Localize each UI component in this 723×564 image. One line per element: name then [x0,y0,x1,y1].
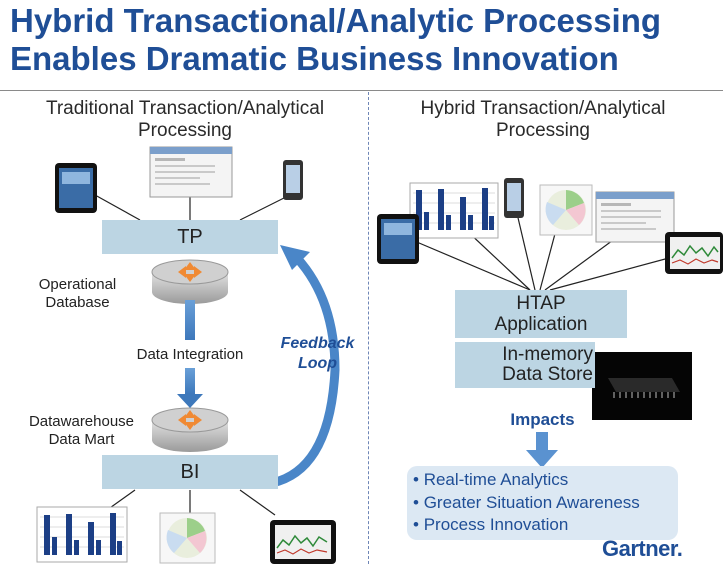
phone-icon [504,178,524,218]
bi-box: BI [102,455,278,489]
in-memory-data-store-box: In-memory Data Store [455,342,595,388]
tablet-icon [55,163,97,213]
impact-item: • Process Innovation [413,515,569,534]
dashboard-icon [665,232,723,274]
bi-label: BI [180,461,200,483]
impacts-arrow [526,432,558,468]
operational-line-1: Operational [38,276,117,293]
feedback-line-1: Feedback [280,335,355,352]
web-page-icon [595,191,675,243]
inmem-line-1: In-memory [502,344,593,365]
title-divider [0,90,723,91]
left-heading-line-1: Traditional Transaction/Analytical [45,98,325,119]
database-icon [151,259,229,304]
impacts-list: • Real-time Analytics • Greater Situatio… [407,469,678,537]
right-heading-line-1: Hybrid Transaction/Analytical [420,98,666,119]
phone-icon [283,160,303,200]
impact-item: • Greater Situation Awareness [413,492,640,512]
htap-application-box: HTAP Application [455,290,627,338]
impacts-label: Impacts [510,410,575,429]
left-connectors [94,194,291,516]
gartner-logo-text: Gartner [602,536,677,561]
impact-item-text: Greater Situation Awareness [423,492,640,512]
memory-chip-icon [592,352,692,420]
inmem-line-2: Data Store [502,364,593,385]
operational-line-2: Database [45,294,110,311]
left-section-heading: Traditional Transaction/Analytical Proce… [15,98,355,142]
datawarehouse-label: Datawarehouse Data Mart [14,413,149,449]
left-heading-line-2: Processing [138,120,232,141]
htap-line-1: HTAP [516,293,566,314]
database-icon [151,407,229,452]
bar-chart-icon [409,182,499,239]
operational-database-label: Operational Database [20,276,135,312]
dw-line-1: Datawarehouse [28,413,135,430]
bar-chart-icon [36,506,128,563]
title-line-2: Enables Dramatic Business Innovation [10,40,619,77]
tp-label: TP [177,226,203,248]
feedback-loop-label: Feedback Loop [270,334,365,374]
dashboard-icon [270,520,336,564]
pie-chart-icon [539,184,593,236]
htap-line-2: Application [494,314,588,335]
feedback-loop-arrow [270,245,340,488]
impact-item: • Real-time Analytics [413,470,569,489]
integration-arrow-shaft [185,300,195,340]
web-page-icon [149,146,233,198]
feedback-line-2: Loop [297,355,338,372]
integration-arrow-head [177,394,203,408]
pie-chart-icon [159,512,216,564]
dw-line-2: Data Mart [48,431,115,448]
impacts-box: • Real-time Analytics • Greater Situatio… [407,466,678,540]
slide-title: Hybrid Transactional/Analytic Processing… [10,2,715,78]
impact-item-text: Real-time Analytics [423,470,569,489]
tp-box: TP [102,220,278,254]
impact-item-text: Process Innovation [423,515,569,534]
gartner-logo: Gartner. [602,536,683,561]
title-line-1: Hybrid Transactional/Analytic Processing [10,2,662,39]
tablet-icon [377,214,419,264]
right-section-heading: Hybrid Transaction/Analytical Processing [378,98,708,142]
right-heading-line-2: Processing [496,120,590,141]
integration-arrow-shaft [185,368,195,394]
section-divider [368,92,369,564]
data-integration-label: Data Integration [136,346,244,363]
